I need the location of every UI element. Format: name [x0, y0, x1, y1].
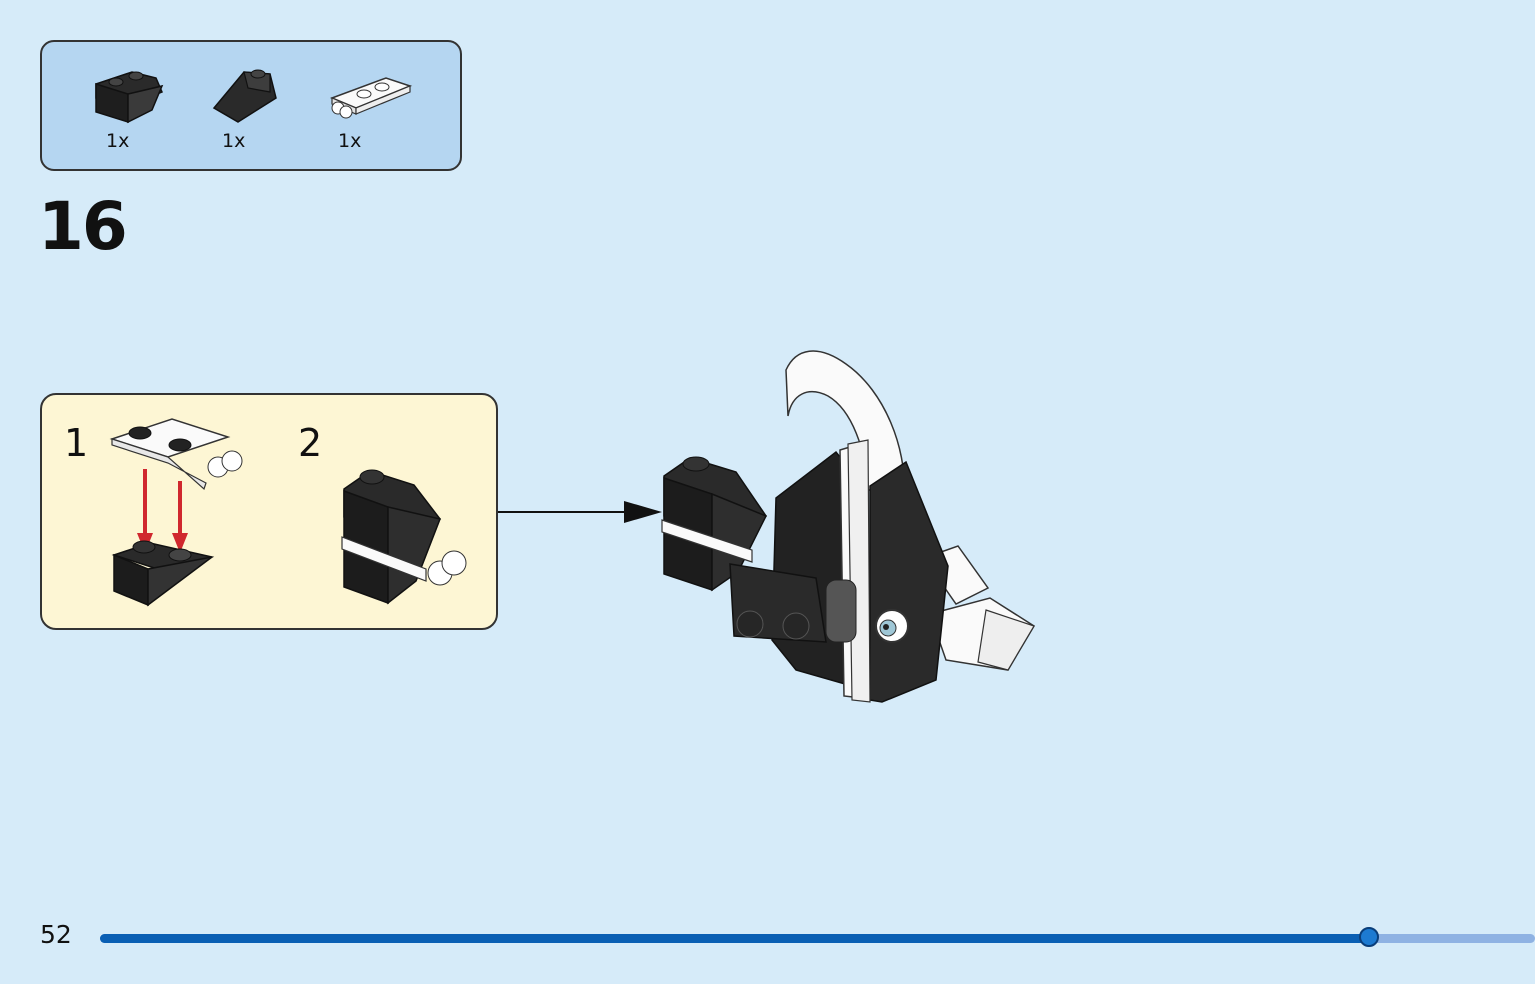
white-plate-with-clips-icon: [329, 77, 413, 119]
callout-arrow: [498, 501, 662, 523]
part-item: 1x: [208, 64, 298, 164]
black-slope-inverted-icon: [212, 69, 277, 123]
main-model-illustration: [661, 350, 1036, 703]
sub-step-2-illustration: [341, 469, 467, 605]
sub-step-number: 2: [298, 421, 323, 465]
step-number: 16: [38, 188, 128, 265]
progress-bar: [100, 927, 1535, 947]
sub-step-1-illustration: [109, 418, 243, 607]
part-item: 1x: [324, 64, 414, 164]
parts-list-box: 1x 1x 1x: [40, 40, 462, 171]
part-quantity: 1x: [106, 130, 130, 152]
sub-step-number: 1: [64, 421, 89, 465]
part-quantity: 1x: [222, 130, 246, 152]
sub-assembly-box: 1 2: [40, 393, 498, 630]
black-slope-brick-icon: [95, 71, 164, 124]
progress-knob: [1358, 927, 1379, 947]
progress-fill: [100, 934, 1369, 943]
page-number: 52: [40, 920, 72, 949]
part-item: 1x: [92, 64, 182, 164]
part-quantity: 1x: [338, 130, 362, 152]
